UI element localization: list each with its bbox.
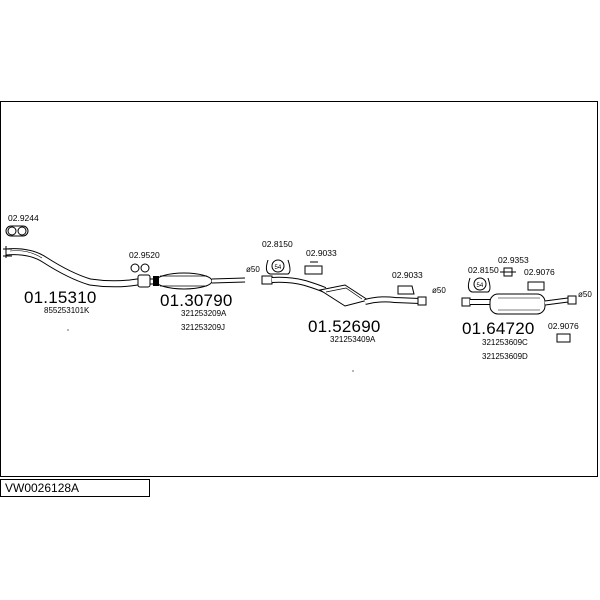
accessory-label-02-9033-a: 02.9033 [306,248,337,258]
diagram-frame [0,101,598,477]
part-number-01-30790: 01.30790 [160,291,233,310]
part-number-01-15310: 01.15310 [24,288,97,307]
part-ref-321253609c: 321253609C [482,338,528,347]
accessory-label-02-9244: 02.9244 [8,213,39,223]
accessory-label-02-9076-a: 02.9076 [524,267,555,277]
clamp-02-8150-b [467,277,491,293]
part-ref-321253609d: 321253609D [482,352,528,361]
accessory-label-02-9076-b: 02.9076 [548,321,579,331]
gasket-02-9244 [5,225,29,237]
bracket-02-9353 [500,267,516,277]
rear-silencer [461,293,577,315]
rubber-02-9033-a [304,261,323,275]
accessory-label-02-9033-b: 02.9033 [392,270,423,280]
front-silencer [137,272,246,290]
accessory-label-02-8150-a: 02.8150 [262,239,293,249]
diameter-label-a: ø50 [246,265,260,274]
rubber-02-9076-b [556,333,571,343]
front-pipe [3,246,146,288]
clamp-mark-a: 54 [275,265,282,271]
part-ref-321253409a: 321253409A [330,335,376,344]
accessory-label-02-9520: 02.9520 [129,250,160,260]
ring-02-9520 [130,263,150,273]
accessory-label-02-9353: 02.9353 [498,255,529,265]
part-ref-321253209j: 321253209J [181,323,226,332]
middle-silencer [261,275,427,307]
diameter-label-b: ø50 [432,286,446,295]
accessory-label-02-8150-b: 02.8150 [468,265,499,275]
clamp-mark-b: 54 [477,283,484,289]
diameter-label-c: ø50 [578,290,592,299]
part-ref-321253209a: 321253209A [181,309,227,318]
rubber-02-9033-b [397,285,415,295]
rubber-02-9076-a [527,281,545,291]
diagram-code: VW0026128A [0,479,150,497]
part-ref-855253101k: 855253101K [44,306,90,315]
part-number-01-52690: 01.52690 [308,317,381,336]
clamp-02-8150-a [265,259,291,275]
part-number-01-64720: 01.64720 [462,319,535,338]
